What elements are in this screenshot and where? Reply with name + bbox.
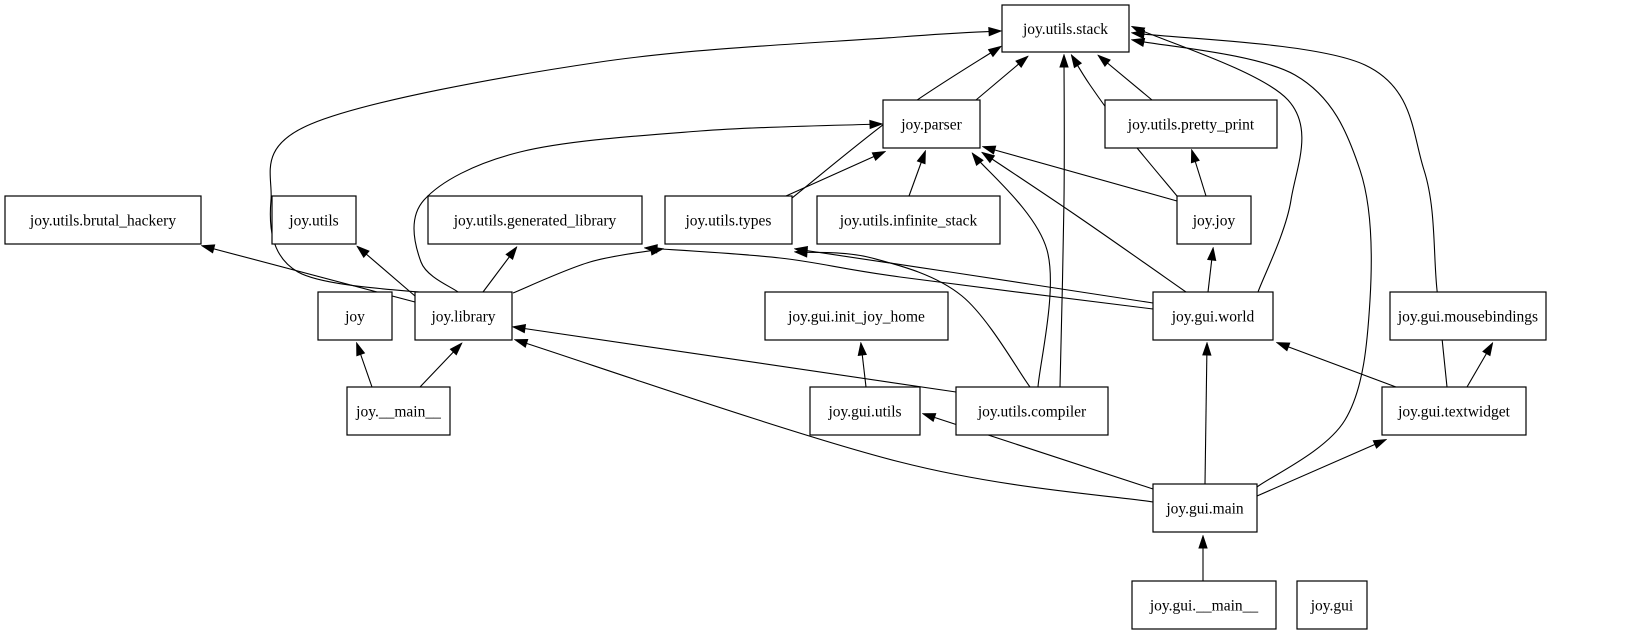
node-box-joy-gui [1296,580,1368,630]
node-label-joy-gui-textwidget: joy.gui.textwidget [1397,404,1510,421]
edge-joy-library-to-joy-utils-types [512,249,662,294]
edge-joy-library-to-joy-parser [413,124,881,293]
node-joy-utils-types: joy.utils.types [664,195,793,245]
node-box-joy-utils-infinite-stack [816,195,1001,245]
node-joy-utils-brutal-hackery: joy.utils.brutal_hackery [4,195,202,245]
node-joy-gui-init-joy-home: joy.gui.init_joy_home [764,291,949,341]
node-joy-utils-pretty-print: joy.utils.pretty_print [1104,99,1278,149]
edge-joy-parser-to-joy-utils-stack [975,57,1027,101]
edge-joy-utils-compiler-to-joy-parser [973,154,1051,388]
edge-joy-gui-world-to-joy-parser [983,153,1187,293]
node-box-joy-utils-pretty-print [1104,99,1278,149]
node-joy-utils-generated-library: joy.utils.generated_library [427,195,643,245]
edge-joy-gui-main-to-joy-utils-stack [1133,40,1372,488]
node-box-joy-gui-mousebindings [1389,291,1547,341]
node-label-joy: joy [344,309,365,326]
node-joy-gui-main: joy.gui.main [1152,483,1258,533]
node-box-joy-utils-brutal-hackery [4,195,202,245]
node-joy-joy: joy.joy [1176,195,1252,245]
node-label-joy-gui-main: joy.gui.main [1165,501,1244,518]
edge-joy-main-to-joy-library [419,344,461,388]
node-joy-parser: joy.parser [882,99,981,149]
node-joy-main: joy.__main__ [346,386,451,436]
node-box-joy-gui-main [1131,580,1277,630]
edge-joy-library-to-joy-utils [358,247,416,297]
node-label-joy-utils-brutal-hackery: joy.utils.brutal_hackery [29,213,176,230]
node-box-joy-joy [1176,195,1252,245]
edge-joy-utils-types-to-joy-parser [785,152,884,197]
edge-joy-utils-compiler-to-joy-utils-stack [1060,56,1064,388]
edge-joy-gui-main-to-joy-gui-textwidget [1256,440,1385,497]
node-box-joy-utils-types [664,195,793,245]
edges-layer [203,27,1492,581]
node-box-joy-gui-init-joy-home [764,291,949,341]
node-box-joy-parser [882,99,981,149]
node-label-joy-utils-pretty-print: joy.utils.pretty_print [1127,117,1255,134]
node-joy-gui-world: joy.gui.world [1152,291,1274,341]
node-joy-gui: joy.gui [1296,580,1368,630]
node-label-joy-utils-stack: joy.utils.stack [1022,21,1108,38]
edge-joy-gui-world-to-joy-utils-stack [1133,27,1303,293]
nodes-layer: joy.utils.stack joy.parser joy.utils.prett… [4,4,1547,630]
node-label-joy-gui-world: joy.gui.world [1171,309,1255,326]
node-label-joy-parser: joy.parser [900,117,962,134]
edge-joy-utils-compiler-to-joy-library [514,327,957,393]
node-label-joy-gui: joy.gui [1310,598,1354,615]
edge-joy-gui-main-to-joy-gui-world [1205,344,1207,485]
edge-joy-gui-utils-to-joy-gui-init-joy-home [861,344,866,388]
node-box-joy-utils [271,195,357,245]
node-joy: joy [317,291,393,341]
node-label-joy-utils-compiler: joy.utils.compiler [977,404,1087,421]
node-joy-gui-mousebindings: joy.gui.mousebindings [1389,291,1547,341]
node-box-joy-library [414,291,513,341]
edge-joy-utils-compiler-to-joy-utils-types [796,252,1031,388]
node-joy-utils-compiler: joy.utils.compiler [955,386,1109,436]
node-box-joy-utils-stack [1001,4,1130,53]
node-label-joy-utils-types: joy.utils.types [685,213,772,230]
node-label-joy-gui-main: joy.gui.__main__ [1149,598,1259,615]
node-joy-gui-utils: joy.gui.utils [809,386,921,436]
node-joy-utils-stack: joy.utils.stack [1001,4,1130,53]
node-box-joy-gui-world [1152,291,1274,341]
node-box-joy-gui-textwidget [1381,386,1527,436]
node-label-joy-gui-utils: joy.gui.utils [827,404,901,421]
node-joy-library: joy.library [414,291,513,341]
edge-joy-library-to-joy-utils-stack [269,31,1000,295]
node-label-joy-utils-infinite-stack: joy.utils.infinite_stack [839,213,978,230]
edge-joy-main-to-joy [357,344,373,388]
edge-joy-library-to-joy-utils-generated-library [482,248,516,293]
node-box-joy [317,291,393,341]
edge-joy-gui-world-to-joy-utils-types [796,249,1154,304]
node-box-joy-utils-generated-library [427,195,643,245]
node-label-joy-main: joy.__main__ [355,404,441,421]
node-label-joy-gui-init-joy-home: joy.gui.init_joy_home [787,309,925,326]
edge-joy-gui-textwidget-to-joy-gui-world [1278,343,1397,388]
edge-joy-joy-to-joy-parser [984,147,1178,202]
node-label-joy-gui-mousebindings: joy.gui.mousebindings [1397,309,1538,326]
node-label-joy-utils: joy.utils [288,213,338,230]
node-box-joy-gui-utils [809,386,921,436]
node-box-joy-main [346,386,451,436]
edge-joy-utils-infinite-stack-to-joy-parser [908,152,925,197]
edge-joy-joy-to-joy-utils-pretty-print [1192,151,1207,197]
edge-joy-gui-main-to-joy-library [516,340,1154,503]
node-joy-gui-textwidget: joy.gui.textwidget [1381,386,1527,436]
edge-joy-gui-world-to-joy-joy [1208,249,1213,293]
node-box-joy-gui-main [1152,483,1258,533]
node-joy-utils-infinite-stack: joy.utils.infinite_stack [816,195,1001,245]
node-joy-gui-main: joy.gui.__main__ [1131,580,1277,630]
node-joy-utils: joy.utils [271,195,357,245]
edge-joy-gui-world-to-joy-utils-generated-library [646,248,1154,310]
node-label-joy-utils-generated-library: joy.utils.generated_library [453,213,617,230]
edge-joy-gui-textwidget-to-joy-gui-mousebindings [1466,344,1492,388]
edge-joy-utils-pretty-print-to-joy-utils-stack [1099,56,1153,101]
node-box-joy-utils-compiler [955,386,1109,436]
node-label-joy-library: joy.library [431,309,496,326]
node-label-joy-joy: joy.joy [1192,213,1236,230]
